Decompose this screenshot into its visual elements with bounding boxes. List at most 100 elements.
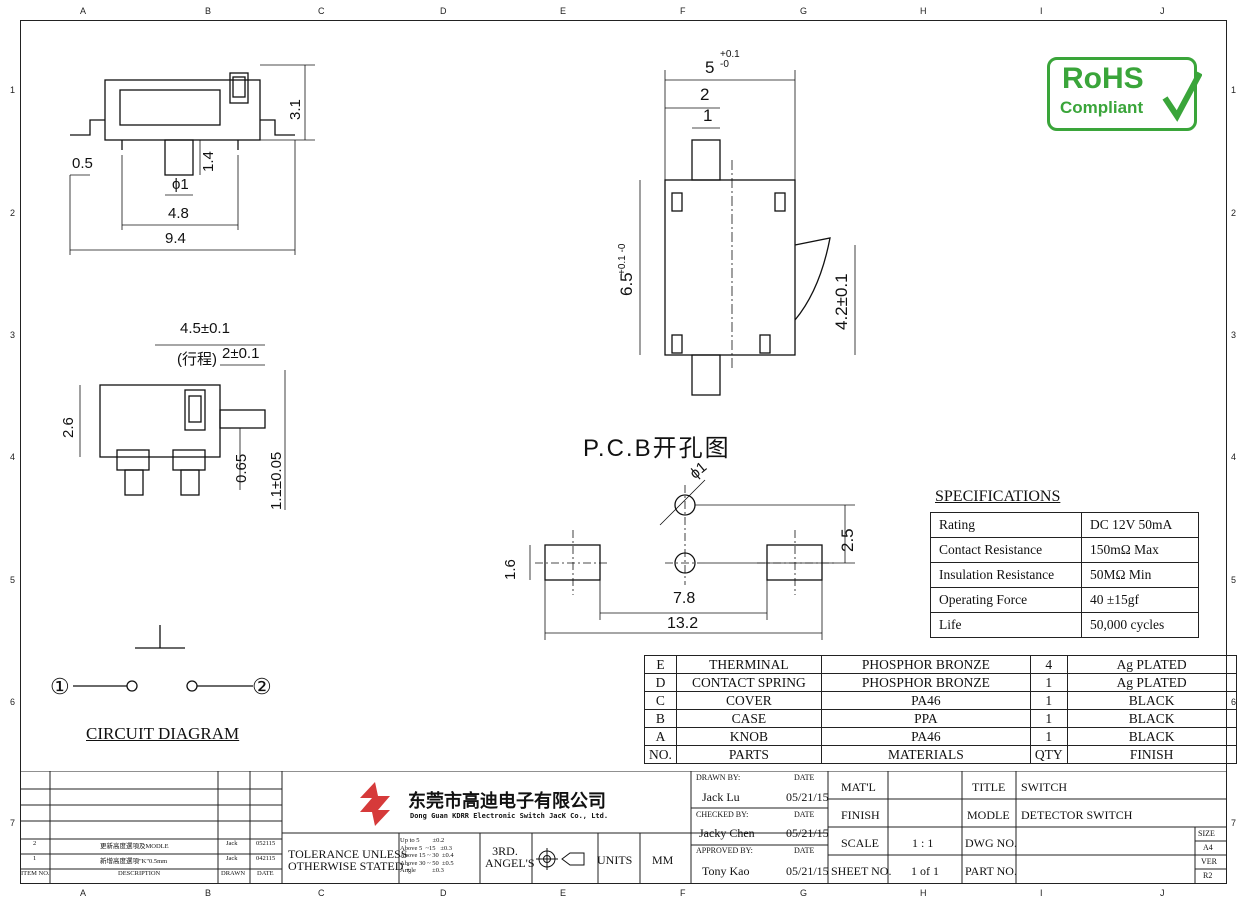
zone-col-E: E (560, 888, 567, 898)
zone-row-7: 7 (1231, 818, 1237, 828)
bom-cell-no: E (644, 655, 677, 674)
bom-cell-finish: BLACK (1066, 727, 1237, 746)
tolerance-label-2: OTHERWISE STATED : (288, 859, 410, 873)
bom-cell-part: COVER (675, 691, 822, 710)
tolerance-line: Up to 5 ±0.2 (400, 837, 445, 844)
rev-item: 1 (33, 855, 37, 862)
rev-date: 042115 (256, 855, 276, 862)
dim-overall: 9.4 (165, 230, 186, 247)
dim-d2: 2 (700, 85, 710, 104)
pcb-drawing (529, 479, 855, 640)
dim-stroke-total: 4.5±0.1 (180, 320, 230, 337)
dim-front-height-tol: +0.1 -0 (617, 243, 628, 275)
zone-col-I: I (1040, 6, 1043, 16)
spec-label: Operating Force (930, 587, 1082, 613)
dim-lead: 0.5 (72, 155, 93, 172)
spec-title: SPECIFICATIONS (935, 488, 1061, 505)
pcb-title: P.C.B开孔图 (583, 435, 731, 462)
bom-cell-qty: 1 (1029, 673, 1068, 692)
dim-d1: 1 (703, 106, 713, 125)
spec-value: DC 12V 50mA (1081, 512, 1199, 538)
spec-label: Rating (930, 512, 1082, 538)
tb-title: TITLE (972, 780, 1006, 794)
bom-cell-finish: BLACK (1066, 691, 1237, 710)
zone-row-4: 4 (1231, 452, 1237, 462)
zone-col-I: I (1040, 888, 1043, 898)
zone-col-C: C (318, 888, 325, 898)
approved-date: 05/21/15 (786, 864, 829, 878)
zone-col-H: H (920, 6, 927, 16)
bom-cell-finish: BLACK (1066, 709, 1237, 728)
zone-col-A: A (80, 888, 87, 898)
company-name-cn: 东莞市高迪电子有限公司 (408, 791, 606, 812)
spec-value: 50MΩ Min (1081, 562, 1199, 588)
checked-date: 05/21/15 (786, 826, 829, 840)
bom-cell-no: A (644, 727, 677, 746)
zone-row-5: 5 (1231, 575, 1237, 585)
bom-cell-part: CASE (675, 709, 822, 728)
drawn-date: 05/21/15 (786, 790, 829, 804)
bom-cell-finish: FINISH (1066, 745, 1237, 764)
bom-cell-material: PPA (820, 709, 1031, 728)
zone-col-A: A (80, 6, 87, 16)
tb-title-val: SWITCH (1021, 780, 1067, 794)
rohs-compliant: Compliant (1060, 98, 1144, 117)
zone-col-D: D (440, 6, 447, 16)
zone-col-B: B (205, 6, 212, 16)
rev-header-item: ITEM NO. (21, 870, 50, 877)
checked-by: Jacky Chen (699, 826, 755, 840)
rohs-logo: RoHS Compliant (1047, 57, 1202, 131)
drawn-date-label: DATE (794, 773, 815, 782)
rev-header-date: DATE (257, 870, 274, 877)
tb-size-val: A4 (1203, 843, 1213, 852)
top-view-drawing (69, 64, 315, 255)
circuit-pin-1: ① (50, 674, 70, 699)
zone-row-2: 2 (1231, 208, 1237, 218)
bom-cell-material: PA46 (820, 691, 1031, 710)
tb-sheet-val: 1 of 1 (911, 864, 939, 878)
checked-by-label: CHECKED BY: (696, 810, 749, 819)
spec-label: Insulation Resistance (930, 562, 1082, 588)
bom-cell-no: B (644, 709, 677, 728)
zone-col-C: C (318, 6, 325, 16)
zone-row-2: 2 (10, 208, 16, 218)
bom-cell-no: D (644, 673, 677, 692)
bom-cell-no: C (644, 691, 677, 710)
zone-row-3: 3 (1231, 330, 1237, 340)
zone-row-4: 4 (10, 452, 16, 462)
bom-cell-part: CONTACT SPRING (675, 673, 822, 692)
circuit-title: CIRCUIT DIAGRAM (86, 724, 240, 743)
rev-desc: 新增高度選項"K"0.5mm (100, 858, 168, 865)
checked-date-label: DATE (794, 810, 815, 819)
zone-row-6: 6 (10, 697, 16, 707)
spec-value: 40 ±15gf (1081, 587, 1199, 613)
bom-cell-material: PA46 (820, 727, 1031, 746)
bom-cell-qty: 4 (1029, 655, 1068, 674)
rev-item: 2 (33, 840, 37, 847)
approved-by: Tony Kao (702, 864, 750, 878)
front-view-drawing (639, 70, 856, 396)
bom-cell-material: MATERIALS (820, 745, 1031, 764)
dim-height: 2.6 (60, 417, 77, 438)
bom-cell-qty: 1 (1029, 709, 1068, 728)
drawn-by-label: DRAWN BY: (696, 773, 741, 782)
bom-cell-finish: Ag PLATED (1066, 673, 1237, 692)
zone-col-E: E (560, 6, 567, 16)
zone-col-D: D (440, 888, 447, 898)
approved-date-label: DATE (794, 846, 815, 855)
dim-plunger: 0.65 (233, 453, 250, 483)
tolerance-line: Above 5 ~15 ±0.3 (400, 844, 453, 852)
spec-label: Life (930, 612, 1082, 638)
tb-size: SIZE (1198, 829, 1215, 838)
dim-front-height: 6.5 (617, 272, 636, 296)
dim-pin: 1.1±0.05 (268, 451, 285, 510)
dim-height-right: 3.1 (287, 99, 304, 120)
rohs-text: RoHS (1062, 62, 1144, 95)
